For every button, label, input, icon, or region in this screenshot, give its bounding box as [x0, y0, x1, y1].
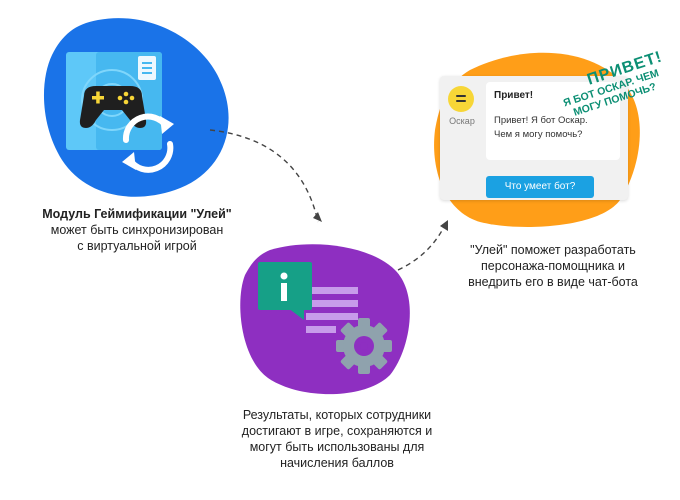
step1-line2: может быть синхронизирован [50, 223, 224, 237]
step1-line3: с виртуальной игрой [77, 239, 197, 253]
document-lines-icon [306, 287, 358, 333]
bubble-line1: Привет! Я бот Оскар. [494, 115, 588, 126]
step2-line1: Результаты, которых сотрудники [242, 408, 432, 422]
what-can-bot-do-button[interactable]: Что умеет бот? [486, 176, 594, 198]
step3-caption: "Улей" поможет разработать персонажа-пом… [448, 242, 658, 290]
step3-line3: внедрить его в виде чат-бота [468, 275, 638, 289]
step3-line2: персонажа-помощника и [481, 259, 625, 273]
arrow-2 [397, 224, 446, 271]
bot-avatar-icon [448, 86, 474, 112]
info-icon [258, 262, 312, 320]
step2-line3: могут быть использованы для [249, 440, 425, 454]
step2-line2: достигают в игре, сохраняются и [241, 424, 433, 438]
chat-bubble: Привет! Привет! Я бот Оскар. Чем я могу … [486, 82, 620, 160]
bubble-line2: Чем я могу помочь? [494, 129, 583, 140]
gear-icon [336, 318, 392, 374]
bubble-text: Привет! Я бот Оскар. Чем я могу помочь? [494, 114, 618, 142]
chat-window: Оскар Привет! Привет! Я бот Оскар. Чем я… [440, 76, 628, 200]
step1-title: Модуль Геймификации "Улей" [42, 207, 232, 221]
step3-line1: "Улей" поможет разработать [470, 243, 636, 257]
step1-caption: Модуль Геймификации "Улей" может быть си… [22, 206, 252, 254]
gamepad-icon [79, 86, 147, 128]
bubble-title: Привет! [494, 90, 534, 101]
arrow-1 [209, 129, 319, 223]
step2-caption: Результаты, которых сотрудники достигают… [212, 407, 462, 471]
document-icon [138, 56, 156, 80]
step2-line4: начисления баллов [280, 456, 394, 470]
bot-name: Оскар [449, 116, 475, 126]
